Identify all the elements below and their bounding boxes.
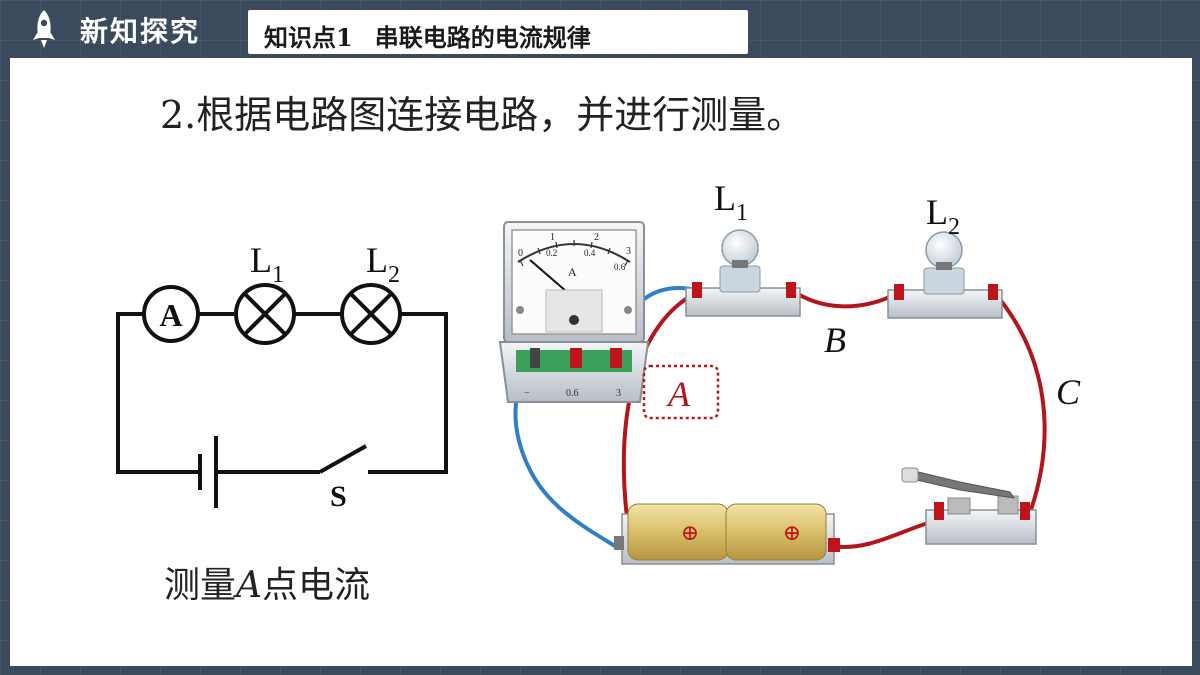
- point-c-label: C: [1056, 372, 1081, 412]
- schematic-lamp2-label: L2: [366, 240, 400, 288]
- schematic-lamp1-label: L1: [250, 240, 284, 288]
- lamp-2-device: [887, 231, 1003, 319]
- meter-bottom-1: 0.4: [584, 248, 596, 258]
- meter-top-0: 0: [518, 248, 523, 259]
- caption-prefix: 测量: [164, 565, 237, 606]
- battery-device: ⊕ ⊕: [614, 503, 840, 565]
- ammeter-device: 0 1 2 3 0.2 0.4 0.6 A − 0.6 3: [498, 221, 650, 403]
- topic-title: 串联电路的电流规律: [374, 23, 591, 52]
- section-title: 新知探究: [80, 15, 201, 48]
- meter-terminal-neg: −: [524, 388, 530, 399]
- schematic-ammeter: A: [142, 285, 200, 343]
- meter-terminal-3: 3: [616, 388, 621, 399]
- rocket-icon: [33, 10, 55, 48]
- header-bar: 新知探究 知识点1 串联电路的电流规律: [0, 0, 1200, 56]
- point-a-marker: [642, 364, 720, 420]
- schematic-lamp-1: [234, 283, 296, 345]
- meter-top-3: 3: [626, 246, 631, 257]
- topic-box: 知识点1 串联电路的电流规律: [248, 10, 748, 54]
- meter-top-2: 2: [594, 232, 599, 243]
- battery-mark-1: ⊕: [681, 520, 699, 545]
- topic-text: 知识点1 串联电路的电流规律: [264, 18, 591, 53]
- schematic-ammeter-symbol: A: [159, 297, 182, 333]
- schematic-switch: [319, 444, 367, 474]
- battery-mark-2: ⊕: [783, 520, 801, 545]
- meter-bottom-2: 0.6: [614, 262, 626, 272]
- meter-terminal-06: 0.6: [566, 388, 579, 399]
- circuit-apparatus: 0 1 2 3 0.2 0.4 0.6 A − 0.6 3 L1: [498, 178, 1081, 565]
- meter-top-1: 1: [550, 232, 555, 243]
- lamp1-label: L1: [714, 178, 748, 226]
- slide-heading: 2.根据电路图连接电路，并进行测量。: [160, 93, 805, 137]
- meter-bottom-0: 0.2: [546, 248, 557, 258]
- point-b-label: B: [824, 320, 846, 360]
- circuit-schematic: A L1 L2 S: [116, 240, 448, 513]
- caption-point: A: [236, 565, 263, 606]
- switch-device: [901, 467, 1037, 545]
- schematic-switch-label: S: [330, 480, 347, 513]
- topic-label: 知识点1: [264, 23, 353, 52]
- point-a-label: A: [666, 374, 691, 414]
- schematic-battery: [198, 436, 218, 508]
- caption-suffix: 点电流: [262, 565, 371, 606]
- lamp-1-device: [685, 229, 801, 317]
- meter-unit: A: [568, 265, 577, 279]
- caption-text: 测量A点电流: [164, 556, 370, 608]
- schematic-lamp-2: [340, 283, 402, 345]
- lamp2-label: L2: [926, 192, 960, 240]
